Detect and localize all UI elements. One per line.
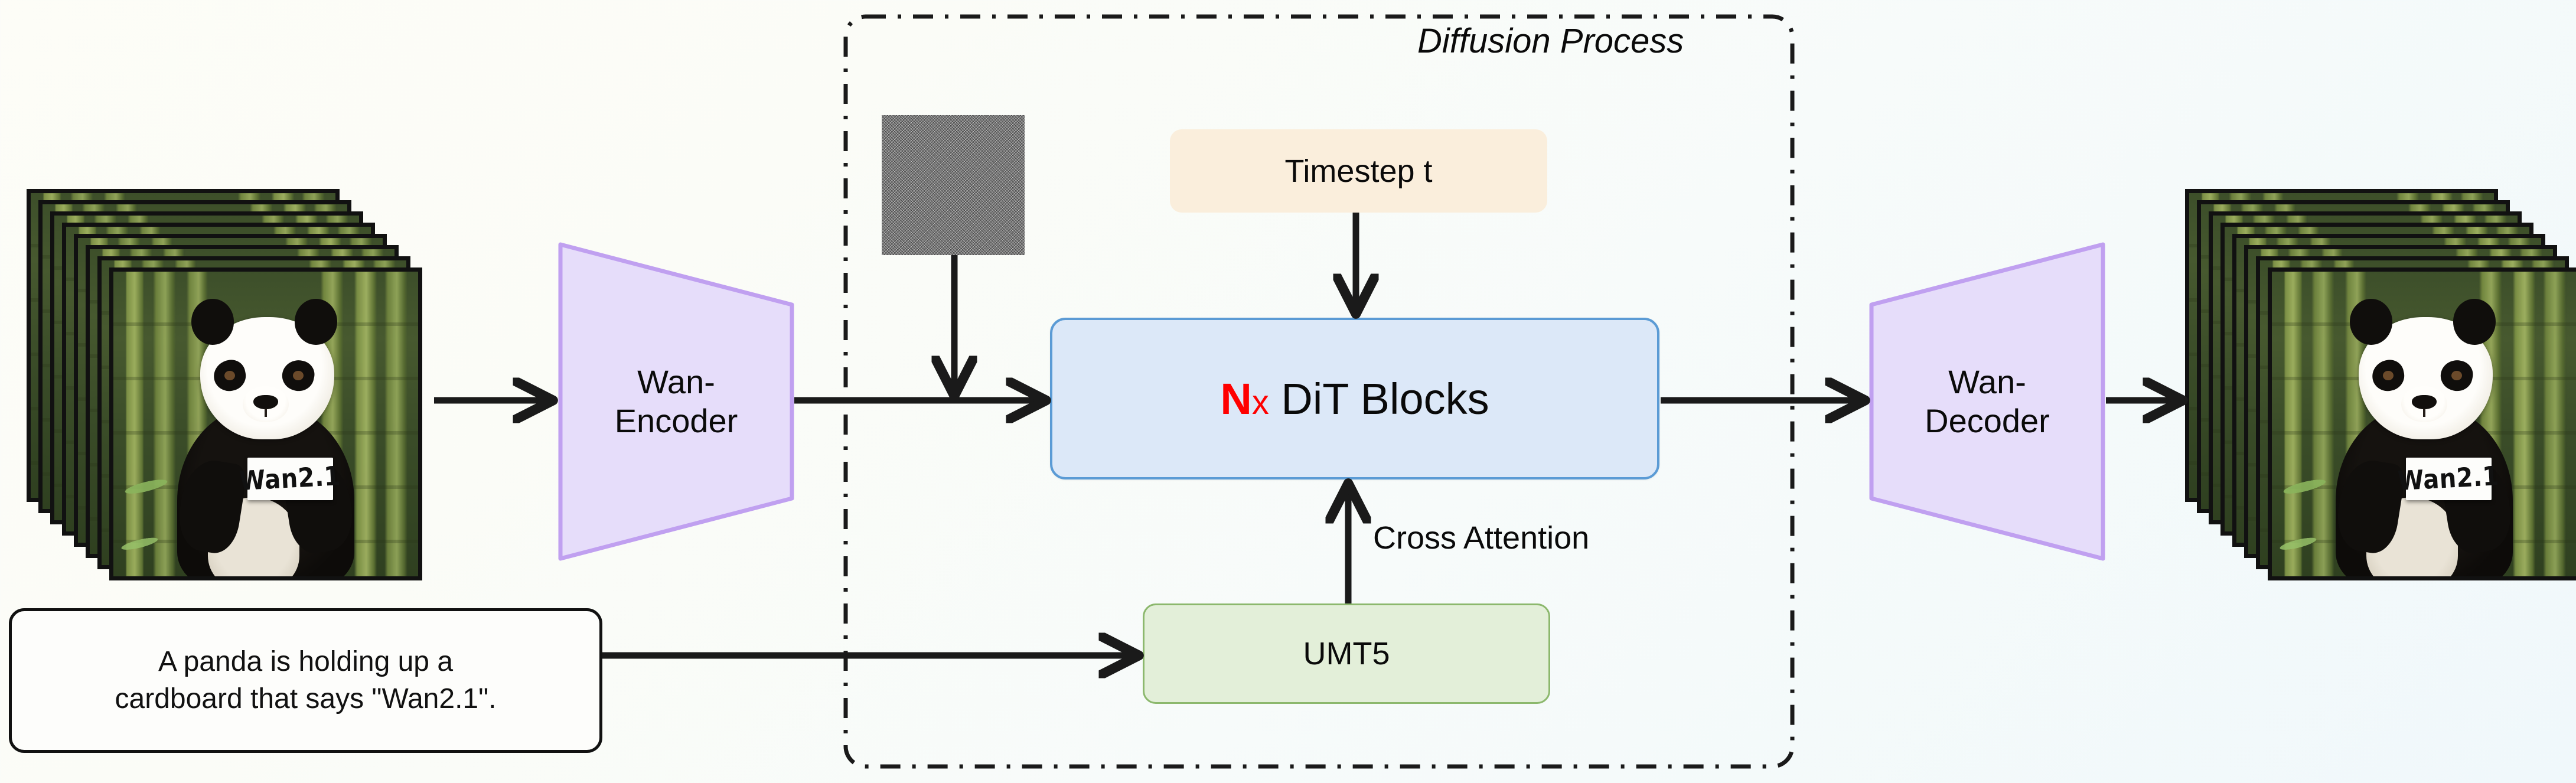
text-prompt-box[interactable]: A panda is holding up a cardboard that s… [9, 608, 602, 753]
text-prompt-line1: A panda is holding up a [158, 646, 454, 678]
umt5-label: UMT5 [1303, 636, 1390, 671]
panda-sign-text: Wan2.1 [239, 461, 342, 497]
cross-attention-label: Cross Attention [1373, 520, 1590, 556]
output-video-frame-stack: Wan2.1 [2185, 189, 2576, 585]
dit-times-symbol: x [1251, 383, 1269, 422]
panda-sign: Wan2.1 [2397, 457, 2500, 500]
text-prompt-line2: cardboard that says "Wan2.1". [115, 683, 497, 715]
wan-decoder-block[interactable]: Wan- Decoder [1869, 242, 2105, 561]
dit-repeat-count: N [1220, 374, 1252, 423]
timestep-label: Timestep t [1284, 153, 1433, 189]
input-video-top-frame: Wan2.1 [109, 267, 422, 580]
noise-patch-icon [882, 115, 1025, 255]
timestep-block[interactable]: Timestep t [1170, 129, 1547, 213]
input-video-frame-stack: Wan2.1 [27, 189, 434, 585]
wan-encoder-block[interactable]: Wan- Encoder [558, 242, 794, 561]
umt5-block[interactable]: UMT5 [1143, 603, 1550, 704]
panda-sign-text: Wan2.1 [2397, 461, 2500, 497]
panda-sign: Wan2.1 [239, 457, 342, 500]
diffusion-process-label: Diffusion Process [1417, 22, 1684, 60]
dit-blocks-label: Nx DiT Blocks [1220, 374, 1489, 424]
dit-blocks-text: DiT Blocks [1281, 374, 1489, 423]
output-video-top-frame: Wan2.1 [2268, 267, 2576, 580]
dit-blocks-block[interactable]: Nx DiT Blocks [1050, 318, 1659, 479]
text-prompt: A panda is holding up a cardboard that s… [115, 644, 497, 717]
